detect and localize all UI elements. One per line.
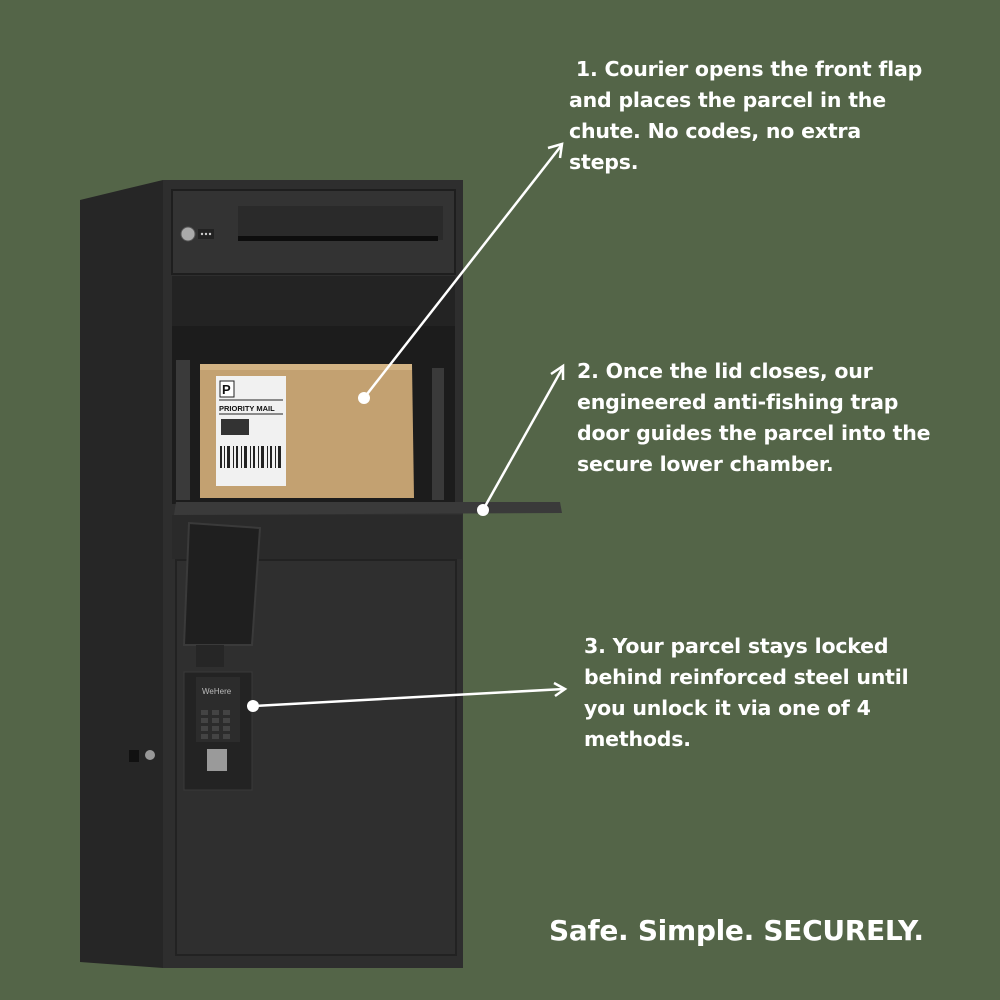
arrow-2-dot xyxy=(477,504,489,516)
callout-line: and places the parcel in the xyxy=(569,88,886,112)
keypad-cover-hinge xyxy=(196,645,224,667)
keypad: WeHere xyxy=(183,671,253,791)
callout-line: behind reinforced steel until xyxy=(584,665,909,689)
callout-line: chute. No codes, no extra xyxy=(569,119,861,143)
callout-line: methods. xyxy=(584,727,691,751)
callout-line: engineered anti-fishing trap xyxy=(577,390,899,414)
fingerprint-sensor xyxy=(207,749,227,771)
callout-line: secure lower chamber. xyxy=(577,452,834,476)
tagline: Safe. Simple. SECURELY. xyxy=(549,914,924,947)
mail-slot-recess xyxy=(238,206,443,240)
keypad-cover xyxy=(182,521,262,646)
key-lock-icon xyxy=(129,750,155,762)
chamber-left-guide xyxy=(176,360,190,500)
callout-line: door guides the parcel into the xyxy=(577,421,931,445)
callout-step-3: 3. Your parcel stays locked behind reinfo… xyxy=(584,631,909,755)
arrow-1 xyxy=(363,145,562,399)
callout-line: 1. Courier opens the front flap xyxy=(569,57,923,81)
arrow-3-dot xyxy=(247,700,259,712)
arrow-1-dot xyxy=(358,392,370,404)
callout-line: 3. Your parcel stays locked xyxy=(584,634,889,658)
callout-step-1: 1. Courier opens the front flap and place… xyxy=(569,54,922,178)
keypad-brand: WeHere xyxy=(202,687,232,696)
cabinet-side-panel xyxy=(80,180,163,968)
chamber-right-guide xyxy=(432,368,444,500)
callout-line: 2. Once the lid closes, our xyxy=(577,359,873,383)
callout-step-2: 2. Once the lid closes, our engineered an… xyxy=(577,356,931,480)
chamber-top xyxy=(172,276,455,326)
parcel-box: P PRIORITY MAIL xyxy=(200,364,414,498)
callout-line: you unlock it via one of 4 xyxy=(584,696,871,720)
callout-arrows xyxy=(247,142,568,712)
callout-line: steps. xyxy=(569,150,639,174)
arrow-3 xyxy=(252,687,565,708)
mail-slot xyxy=(238,236,438,241)
label-service: PRIORITY MAIL xyxy=(219,404,275,413)
arrow-2 xyxy=(481,368,564,511)
combination-lock-icon xyxy=(180,226,214,242)
trap-door-shelf xyxy=(174,502,562,515)
label-letter: P xyxy=(222,382,231,397)
